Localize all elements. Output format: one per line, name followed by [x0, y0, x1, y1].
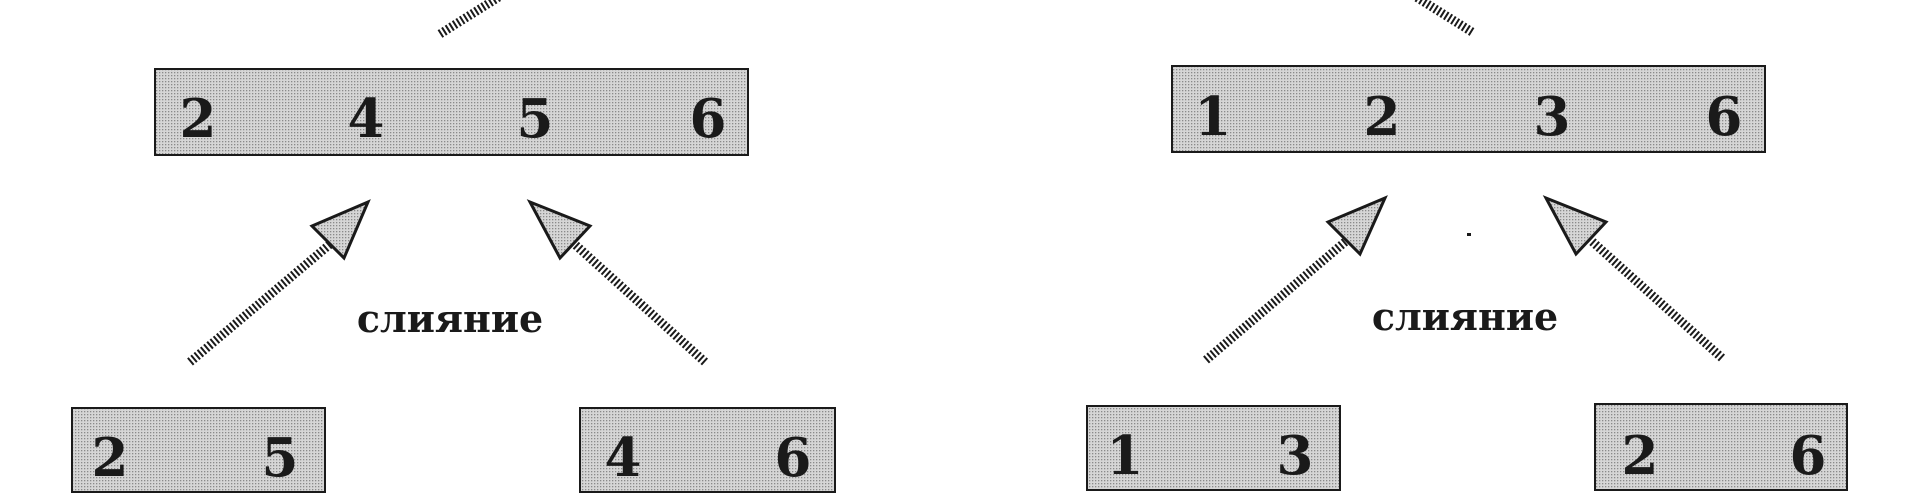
- arrow-right-to-merged-2: [1542, 195, 1726, 362]
- merged-array-box-1: 2 4 5 6: [154, 68, 749, 156]
- arrow-left-to-merged-2: [1203, 195, 1388, 364]
- input-value: 2: [1622, 425, 1659, 487]
- speck: [1467, 233, 1471, 236]
- right-input-box-1: 4 6: [579, 407, 836, 493]
- input-value: 5: [262, 427, 299, 489]
- merge-label: слияние: [357, 296, 543, 341]
- input-value: 3: [1277, 425, 1314, 487]
- merged-value: 1: [1195, 86, 1232, 148]
- input-value: 1: [1107, 425, 1144, 487]
- arrow-right-to-merged-1: [526, 199, 709, 366]
- left-input-box-2: 1 3: [1086, 405, 1341, 491]
- merged-value: 6: [1706, 86, 1743, 148]
- input-value: 6: [775, 427, 812, 489]
- input-value: 6: [1790, 425, 1827, 487]
- input-value: 4: [605, 427, 642, 489]
- arrow-left-to-merged-1: [187, 199, 371, 366]
- arrow-up-stub-1: [437, 0, 503, 38]
- merged-value: 2: [1364, 86, 1401, 148]
- merged-value: 4: [348, 88, 385, 150]
- arrow-up-stub-2: [1412, 0, 1475, 36]
- merged-value: 3: [1534, 86, 1571, 148]
- merge-diagram-2: 1 2 3 6 слияние 1 3 2 6: [1086, 0, 1848, 491]
- merge-label: слияние: [1372, 294, 1558, 339]
- merged-value: 6: [690, 88, 727, 150]
- input-value: 2: [92, 427, 129, 489]
- merged-value: 2: [180, 88, 217, 150]
- merge-diagram-1: 2 4 5 6 слияние 2 5 4 6: [71, 0, 836, 493]
- right-input-box-2: 2 6: [1594, 403, 1848, 491]
- merged-array-box-2: 1 2 3 6: [1171, 65, 1766, 153]
- left-input-box-1: 2 5: [71, 407, 326, 493]
- merged-value: 5: [517, 88, 554, 150]
